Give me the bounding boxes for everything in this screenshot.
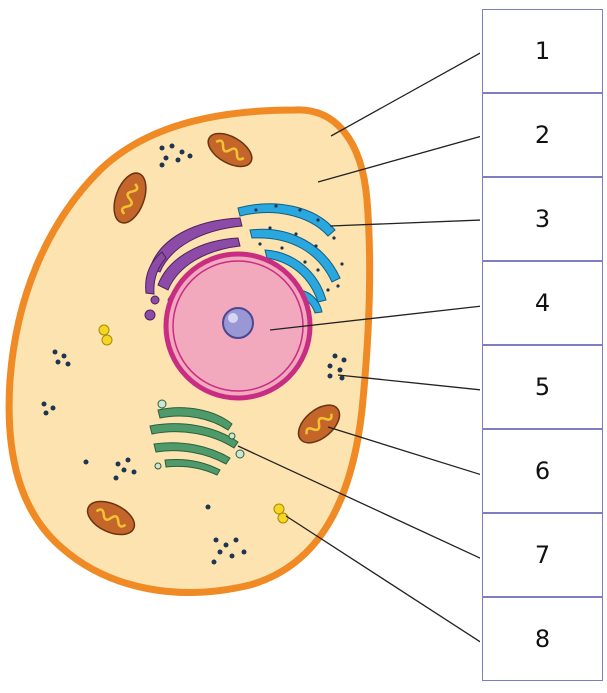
label-number: 6 — [534, 457, 551, 485]
vesicle-left — [98, 324, 113, 346]
label-number: 1 — [534, 37, 551, 65]
leader-line-7 — [237, 445, 480, 559]
label-box-8[interactable]: 8 — [482, 597, 603, 681]
rough-er — [237, 203, 341, 314]
label-box-1[interactable]: 1 — [482, 9, 603, 93]
label-number: 8 — [534, 625, 551, 653]
label-box-6[interactable]: 6 — [482, 429, 603, 513]
cell-diagram — [5, 52, 480, 643]
label-number: 2 — [534, 121, 551, 149]
label-number: 5 — [534, 373, 551, 401]
leader-line-5 — [337, 374, 480, 391]
er-ribosomes — [254, 204, 344, 292]
vesicle-bottom — [273, 503, 289, 524]
mitochondrion-bottom — [86, 500, 136, 536]
leader-line-8 — [285, 515, 480, 643]
label-box-7[interactable]: 7 — [482, 513, 603, 597]
label-box-3[interactable]: 3 — [482, 177, 603, 261]
leader-line-6 — [327, 426, 480, 476]
label-box-4[interactable]: 4 — [482, 261, 603, 345]
label-number: 7 — [534, 541, 551, 569]
leader-line-3 — [329, 219, 480, 227]
label-box-2[interactable]: 2 — [482, 93, 603, 177]
leader-lines — [237, 52, 480, 643]
golgi-apparatus — [149, 399, 245, 476]
ribosome-clusters — [41, 143, 347, 565]
nucleolus-highlight — [228, 313, 238, 323]
leader-line-4 — [269, 305, 480, 331]
label-box-5[interactable]: 5 — [482, 345, 603, 429]
mitochondrion-right — [297, 404, 341, 444]
leader-line-2 — [317, 135, 480, 183]
leader-line-1 — [330, 52, 480, 137]
mitochondrion-left — [113, 172, 147, 224]
label-number: 3 — [534, 205, 551, 233]
mitochondrion-top — [207, 132, 253, 168]
nucleolus — [222, 307, 254, 339]
label-number: 4 — [534, 289, 551, 317]
